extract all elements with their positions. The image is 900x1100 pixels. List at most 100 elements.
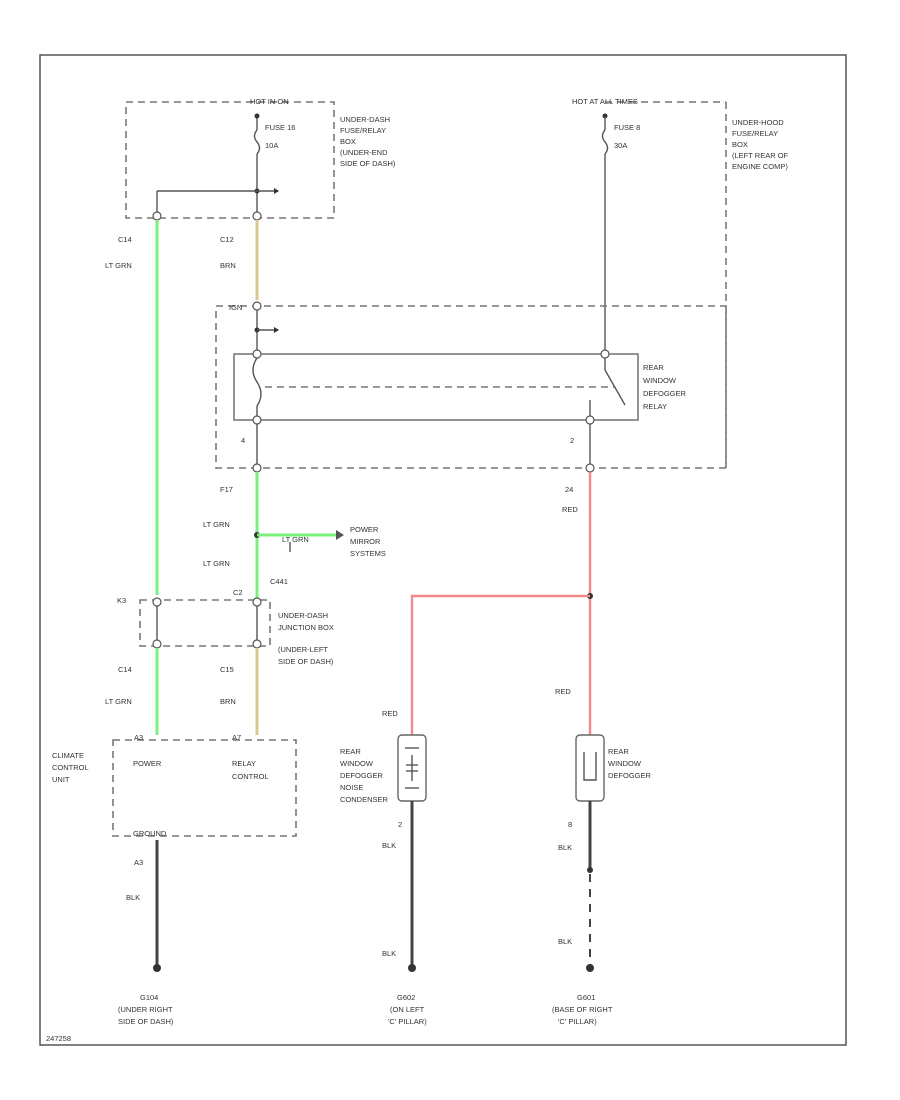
- pin-a3b-label: A3: [134, 858, 143, 867]
- defogger-body: [575, 734, 605, 802]
- climate-label-3: UNIT: [52, 775, 70, 784]
- connector-c12-terminal: [252, 211, 262, 221]
- fuse-8-icon: [601, 129, 609, 155]
- wire-lt-grn-label-2: LT GRN: [203, 520, 230, 529]
- power-mirror-label-1: POWER: [350, 525, 379, 534]
- fuse-box-right-label-3: BOX: [732, 140, 748, 149]
- power-pin-label: POWER: [133, 759, 162, 768]
- junction-label-4: SIDE OF DASH): [278, 657, 334, 666]
- wire-blk-label-2: BLK: [382, 841, 396, 850]
- ground-g602-label-2: (ON LEFT: [390, 1005, 425, 1014]
- wire-red-label-1: RED: [562, 505, 578, 514]
- ground-g104-label-3: SIDE OF DASH): [118, 1017, 174, 1026]
- junction-label-1: UNDER-DASH: [278, 611, 328, 620]
- defogger-grid-icon: [583, 752, 597, 781]
- wire-blk-label-5: BLK: [558, 937, 572, 946]
- ground-g602-label-3: 'C' PILLAR): [388, 1017, 427, 1026]
- defogger-label-2: WINDOW: [608, 759, 642, 768]
- defogger-label-1: REAR: [608, 747, 629, 756]
- relay-body: [233, 353, 639, 421]
- hot-all-times-label: HOT AT ALL TIMES: [572, 97, 638, 106]
- connector-24-label: 24: [565, 485, 573, 494]
- relay-control-label-1: RELAY: [232, 759, 256, 768]
- defogger-pin-8: 8: [568, 820, 572, 829]
- ground-g601-label-1: G601: [577, 993, 595, 1002]
- condenser-label-2: WINDOW: [340, 759, 374, 768]
- condenser-pin-2: 2: [398, 820, 402, 829]
- fuse-box-right-label-2: FUSE/RELAY: [732, 129, 778, 138]
- ground-g104-icon: [153, 964, 161, 972]
- ground-g602-label-1: G602: [397, 993, 415, 1002]
- relay-label-3: DEFOGGER: [643, 389, 687, 398]
- wire-red-label-2: RED: [382, 709, 398, 718]
- pin-a3-label: A3: [134, 733, 143, 742]
- figure-id: 247258: [46, 1034, 71, 1043]
- connector-k3-label: K3: [117, 596, 126, 605]
- fuse-16-rating: 10A: [265, 141, 278, 150]
- wire-blk-label-1: BLK: [126, 893, 140, 902]
- junction-label-2: JUNCTION BOX: [278, 623, 334, 632]
- fuse-box-right-label-5: ENGINE COMP): [732, 162, 788, 171]
- fuse-16-terminal: [254, 113, 260, 119]
- ground-g104-label-1: G104: [140, 993, 158, 1002]
- fuse-box-left-label-1: UNDER-DASH: [340, 115, 390, 124]
- connector-c441-label: C441: [270, 577, 288, 586]
- wire-red-label-3: RED: [555, 687, 571, 696]
- junction-box: [139, 599, 271, 647]
- wire-blk-label-4: BLK: [558, 843, 572, 852]
- condenser-label-1: REAR: [340, 747, 361, 756]
- relay-switch-icon: [604, 369, 626, 406]
- relay-enclosure: [215, 305, 727, 469]
- wire-blk-label-3: BLK: [382, 949, 396, 958]
- lt-grn-branch-label: LT GRN: [282, 535, 309, 544]
- wire-lt-grn-label-3: LT GRN: [203, 559, 230, 568]
- connector-c12-label: C12: [220, 235, 234, 244]
- connector-c14-terminal: [152, 211, 162, 221]
- fuse-8-rating: 30A: [614, 141, 627, 150]
- ground-pin-label: GROUND: [133, 829, 167, 838]
- wire-brn-label-2: BRN: [220, 697, 236, 706]
- relay-pin-2: 2: [570, 436, 574, 445]
- fuse-box-right-label-4: (LEFT REAR OF: [732, 151, 789, 160]
- condenser-label-5: CONDENSER: [340, 795, 389, 804]
- red-wire-left: [410, 594, 590, 735]
- relay-label-1: REAR: [643, 363, 664, 372]
- connector-f17-label: F17: [220, 485, 233, 494]
- ign-label: IGN: [229, 303, 242, 312]
- condenser-label-4: NOISE: [340, 783, 363, 792]
- hot-run-label: HOT IN ON: [250, 97, 289, 106]
- fuse-box-left-label-3: BOX: [340, 137, 356, 146]
- relay-coil-icon: [252, 357, 262, 416]
- relay-label-4: RELAY: [643, 402, 667, 411]
- fuse-box-left-label-5: SIDE OF DASH): [340, 159, 396, 168]
- under-dash-fuse-box: [125, 101, 335, 219]
- fuse-16-icon: [253, 129, 261, 155]
- connector-c15-label: C15: [220, 665, 234, 674]
- diagram-frame: [39, 54, 847, 1046]
- ground-g601-label-3: 'C' PILLAR): [558, 1017, 597, 1026]
- fuse-box-right-label-1: UNDER-HOOD: [732, 118, 784, 127]
- connector-c2-label: C2: [233, 588, 243, 597]
- fuse-box-left-label-4: (UNDER-END: [340, 148, 388, 157]
- climate-label-2: CONTROL: [52, 763, 89, 772]
- junction-label-3: (UNDER-LEFT: [278, 645, 328, 654]
- condenser-label-3: DEFOGGER: [340, 771, 384, 780]
- fuse-16-label: FUSE 16: [265, 123, 295, 132]
- ground-g104-label-2: (UNDER RIGHT: [118, 1005, 173, 1014]
- ground-g601-label-2: (BASE OF RIGHT: [552, 1005, 613, 1014]
- climate-control-unit-box: [112, 739, 297, 837]
- fuse-8-label: FUSE 8: [614, 123, 640, 132]
- pin-a7-label: A7: [232, 733, 241, 742]
- relay-control-label-2: CONTROL: [232, 772, 269, 781]
- climate-label-1: CLIMATE: [52, 751, 84, 760]
- power-mirror-arrow-icon: [336, 530, 344, 540]
- relay-pin-4: 4: [241, 436, 245, 445]
- power-mirror-label-2: MIRROR: [350, 537, 381, 546]
- connector-c14-label: C14: [118, 235, 132, 244]
- defogger-label-3: DEFOGGER: [608, 771, 652, 780]
- power-mirror-label-3: SYSTEMS: [350, 549, 386, 558]
- wire-lt-grn-label: LT GRN: [105, 261, 132, 270]
- fuse-box-left-label-2: FUSE/RELAY: [340, 126, 386, 135]
- ground-g602-icon: [408, 964, 416, 972]
